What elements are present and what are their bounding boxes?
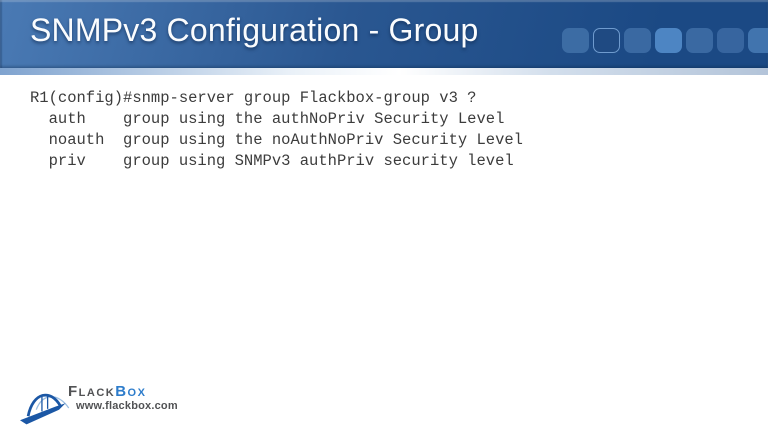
footer-logo: FlackBox www.flackbox.com: [20, 380, 200, 428]
flackbox-bridge-icon: [20, 393, 70, 425]
decor-square-solid: [686, 28, 713, 53]
brand-name-box: Box: [115, 383, 147, 400]
decor-square-textured: [562, 28, 589, 53]
cli-option-priv: priv group using SNMPv3 authPriv securit…: [30, 152, 514, 170]
cli-option-auth: auth group using the authNoPriv Security…: [30, 110, 505, 128]
brand-website: www.flackbox.com: [76, 400, 178, 412]
cli-output: R1(config)#snmp-server group Flackbox-gr…: [30, 88, 523, 172]
header-divider-stripe: [0, 68, 768, 75]
decor-square-solid: [748, 28, 768, 53]
decor-square-textured: [717, 28, 744, 53]
brand-name-flack: Flack: [68, 383, 116, 400]
header-decor-squares: [562, 28, 768, 53]
cli-option-noauth: noauth group using the noAuthNoPriv Secu…: [30, 131, 523, 149]
cli-command-line: R1(config)#snmp-server group Flackbox-gr…: [30, 89, 477, 107]
decor-square-bright: [655, 28, 682, 53]
slide-title: SNMPv3 Configuration - Group: [30, 12, 479, 48]
decor-square-solid: [624, 28, 651, 53]
brand-name: FlackBox: [68, 383, 146, 400]
slide-header: SNMPv3 Configuration - Group: [0, 0, 768, 68]
decor-square-outlined: [593, 28, 620, 53]
